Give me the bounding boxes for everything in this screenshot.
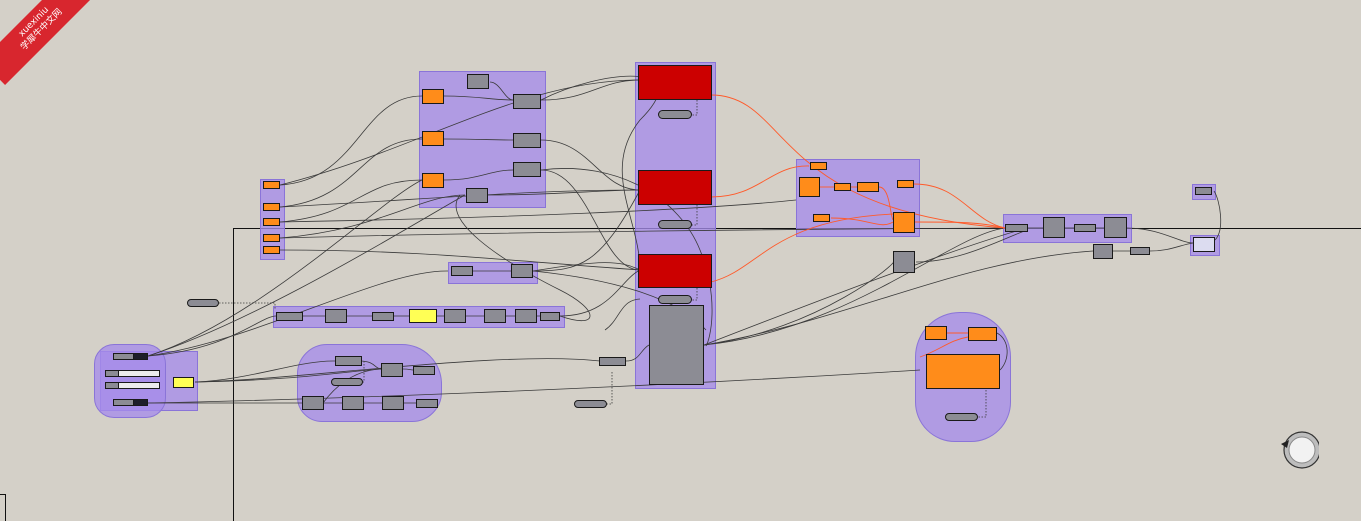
component[interactable] bbox=[893, 251, 915, 273]
component[interactable] bbox=[513, 133, 541, 148]
parameter[interactable] bbox=[968, 327, 997, 341]
parameter[interactable] bbox=[263, 246, 280, 254]
component[interactable] bbox=[105, 382, 119, 389]
parameter[interactable] bbox=[897, 180, 914, 188]
preview-toggle[interactable] bbox=[187, 299, 219, 307]
brep-component[interactable] bbox=[638, 254, 712, 288]
component[interactable] bbox=[1130, 247, 1150, 255]
component[interactable] bbox=[416, 399, 438, 408]
component[interactable] bbox=[451, 266, 473, 276]
component[interactable] bbox=[1093, 244, 1113, 259]
number-slider[interactable] bbox=[893, 212, 915, 233]
compass-nav-icon[interactable] bbox=[1281, 430, 1323, 470]
component[interactable] bbox=[511, 264, 533, 278]
component[interactable] bbox=[540, 312, 560, 321]
corner-edge bbox=[5, 494, 6, 521]
boolean-toggle[interactable] bbox=[133, 399, 148, 406]
parameter[interactable] bbox=[857, 182, 879, 192]
number-slider[interactable] bbox=[422, 173, 444, 188]
component[interactable] bbox=[515, 309, 537, 323]
component[interactable] bbox=[381, 363, 403, 377]
preview-toggle[interactable] bbox=[658, 220, 692, 229]
number-slider[interactable] bbox=[799, 177, 820, 197]
parameter[interactable] bbox=[263, 234, 280, 242]
component[interactable] bbox=[113, 399, 135, 406]
preview-toggle[interactable] bbox=[658, 110, 692, 119]
component[interactable] bbox=[513, 94, 541, 109]
parameter[interactable] bbox=[263, 218, 280, 226]
parameter[interactable] bbox=[263, 181, 280, 189]
panel[interactable] bbox=[173, 377, 194, 388]
component[interactable] bbox=[513, 162, 541, 177]
component[interactable] bbox=[1195, 187, 1212, 195]
panel[interactable] bbox=[1193, 237, 1215, 252]
parameter[interactable] bbox=[813, 214, 830, 222]
component[interactable] bbox=[413, 366, 435, 375]
brep-component[interactable] bbox=[638, 65, 712, 100]
component[interactable] bbox=[335, 356, 362, 366]
component[interactable] bbox=[484, 309, 506, 323]
parameter[interactable] bbox=[263, 203, 280, 211]
panel[interactable] bbox=[409, 309, 437, 323]
component[interactable] bbox=[342, 396, 364, 410]
component[interactable] bbox=[444, 309, 466, 323]
component[interactable] bbox=[1005, 224, 1028, 232]
component[interactable] bbox=[113, 353, 135, 360]
number-slider[interactable] bbox=[118, 370, 160, 377]
preview-toggle[interactable] bbox=[331, 378, 363, 386]
component[interactable] bbox=[276, 312, 303, 321]
component[interactable] bbox=[1104, 217, 1127, 238]
preview-toggle[interactable] bbox=[945, 413, 978, 421]
number-slider[interactable] bbox=[422, 89, 444, 104]
component[interactable] bbox=[372, 312, 394, 321]
number-slider[interactable] bbox=[118, 382, 160, 389]
component[interactable] bbox=[1043, 217, 1065, 238]
component[interactable] bbox=[105, 370, 119, 377]
brep-component[interactable] bbox=[926, 354, 1000, 389]
preview-toggle[interactable] bbox=[574, 400, 607, 408]
component[interactable] bbox=[599, 357, 626, 366]
component[interactable] bbox=[302, 396, 324, 410]
component[interactable] bbox=[1074, 224, 1096, 232]
parameter[interactable] bbox=[810, 162, 827, 170]
number-slider[interactable] bbox=[422, 131, 444, 146]
frame-left-edge bbox=[233, 228, 234, 521]
component[interactable] bbox=[467, 74, 489, 89]
preview-toggle[interactable] bbox=[658, 295, 692, 304]
component[interactable] bbox=[466, 188, 488, 203]
parameter[interactable] bbox=[925, 326, 947, 340]
component[interactable] bbox=[325, 309, 347, 323]
parameter[interactable] bbox=[834, 183, 851, 191]
corner-edge bbox=[0, 494, 6, 495]
boolean-toggle[interactable] bbox=[133, 353, 148, 360]
brep-component[interactable] bbox=[638, 170, 712, 205]
component[interactable] bbox=[382, 396, 404, 410]
panel-component[interactable] bbox=[649, 305, 704, 385]
